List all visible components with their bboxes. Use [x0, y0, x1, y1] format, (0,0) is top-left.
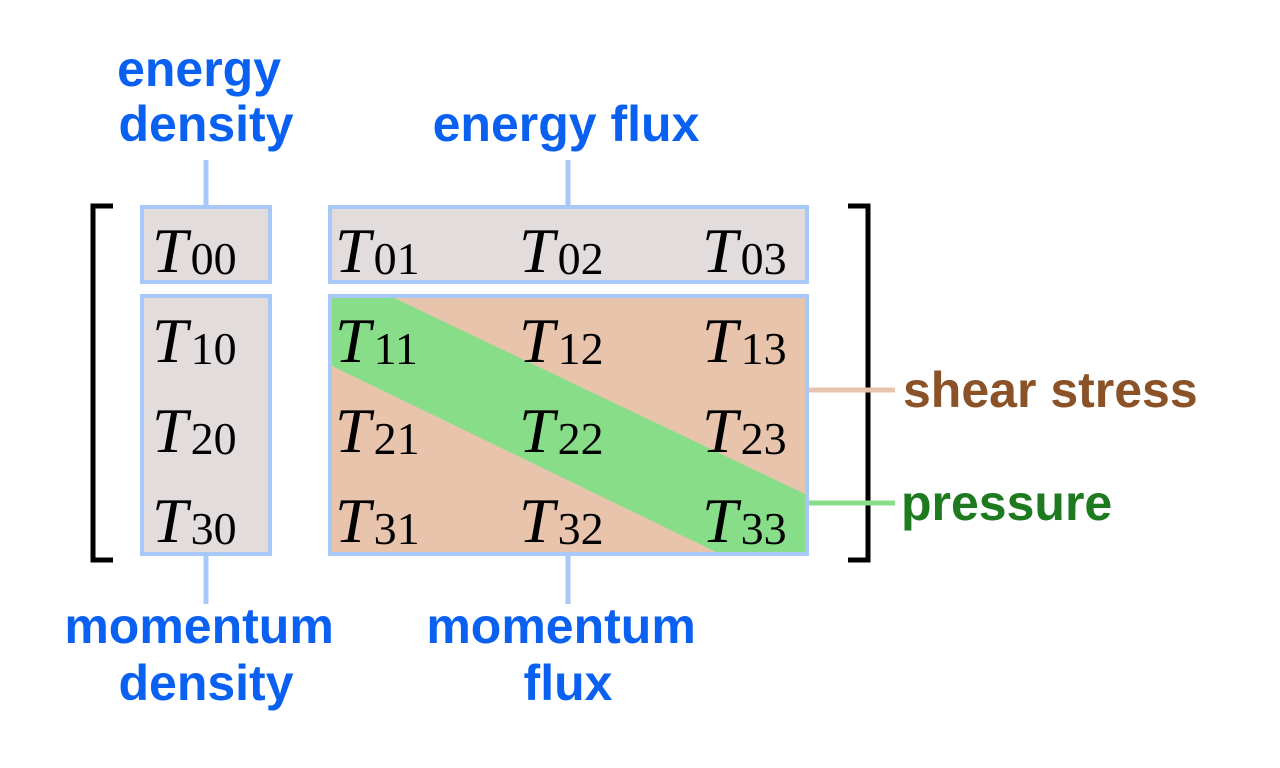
tensor-subscript: 12	[558, 323, 604, 374]
momentum-density-label-line-2: density	[118, 655, 293, 711]
tensor-subscript: 13	[741, 323, 787, 374]
tensor-subscript: 23	[741, 413, 787, 464]
pressure-diagonal-band	[330, 296, 807, 554]
tensor-symbol: T	[335, 485, 375, 556]
tensor-symbol: T	[519, 395, 559, 466]
momentum-flux-label-line-1: momentum	[426, 598, 695, 654]
tensor-component-02: T02	[519, 215, 604, 286]
tensor-symbol: T	[702, 395, 742, 466]
tensor-symbol: T	[335, 395, 375, 466]
tensor-component-22: T22	[519, 395, 604, 466]
left-bracket	[90, 203, 113, 563]
tensor-subscript: 33	[741, 503, 787, 554]
momentum-density-label-line-1: momentum	[64, 598, 333, 654]
energy-density-label-line-2: density	[118, 96, 293, 152]
tensor-symbol: T	[519, 485, 559, 556]
tensor-component-03: T03	[702, 215, 787, 286]
right-bracket	[848, 203, 871, 563]
shear-stress-label: shear stress	[903, 362, 1198, 418]
tensor-symbol: T	[519, 305, 559, 376]
tensor-subscript: 00	[191, 233, 237, 284]
energy-flux-box	[328, 205, 809, 284]
tensor-component-12: T12	[519, 305, 604, 376]
tensor-component-33: T33	[702, 485, 787, 556]
tensor-subscript: 01	[374, 233, 420, 284]
tensor-component-00: T00	[152, 215, 237, 286]
tensor-subscript: 31	[374, 503, 420, 554]
tensor-component-13: T13	[702, 305, 787, 376]
tensor-subscript: 22	[558, 413, 604, 464]
tensor-symbol: T	[152, 305, 192, 376]
tensor-subscript: 10	[191, 323, 237, 374]
tensor-subscript: 30	[191, 503, 237, 554]
tensor-symbol: T	[702, 485, 742, 556]
tensor-subscript: 03	[741, 233, 787, 284]
tensor-component-30: T30	[152, 485, 237, 556]
tensor-symbol: T	[152, 215, 192, 286]
tensor-component-23: T23	[702, 395, 787, 466]
tensor-component-11: T11	[335, 305, 418, 376]
tensor-subscript: 11	[374, 323, 418, 374]
tensor-symbol: T	[152, 485, 192, 556]
tensor-subscript: 20	[191, 413, 237, 464]
tensor-component-21: T21	[335, 395, 420, 466]
tensor-component-20: T20	[152, 395, 237, 466]
tensor-component-31: T31	[335, 485, 420, 556]
momentum-density-label: momentum density	[64, 598, 347, 711]
energy-flux-label: energy flux	[433, 96, 700, 152]
tensor-symbol: T	[702, 305, 742, 376]
tensor-symbol: T	[519, 215, 559, 286]
energy-flux-label-line-1: energy flux	[433, 96, 700, 152]
tensor-component-01: T01	[335, 215, 420, 286]
tensor-symbol: T	[152, 395, 192, 466]
energy-density-label-line-1: energy	[117, 41, 281, 97]
tensor-subscript: 02	[558, 233, 604, 284]
tensor-subscript: 32	[558, 503, 604, 554]
momentum-flux-label: momentum flux	[426, 598, 709, 711]
momentum-flux-box-border	[328, 294, 809, 556]
tensor-component-32: T32	[519, 485, 604, 556]
energy-density-box	[140, 205, 272, 284]
energy-density-label: energy density	[117, 41, 295, 152]
momentum-flux-label-line-2: flux	[524, 655, 613, 711]
tensor-subscript: 21	[374, 413, 420, 464]
pressure-label: pressure	[901, 475, 1112, 531]
tensor-symbol: T	[335, 305, 375, 376]
tensor-symbol: T	[335, 215, 375, 286]
tensor-component-10: T10	[152, 305, 237, 376]
tensor-symbol: T	[702, 215, 742, 286]
